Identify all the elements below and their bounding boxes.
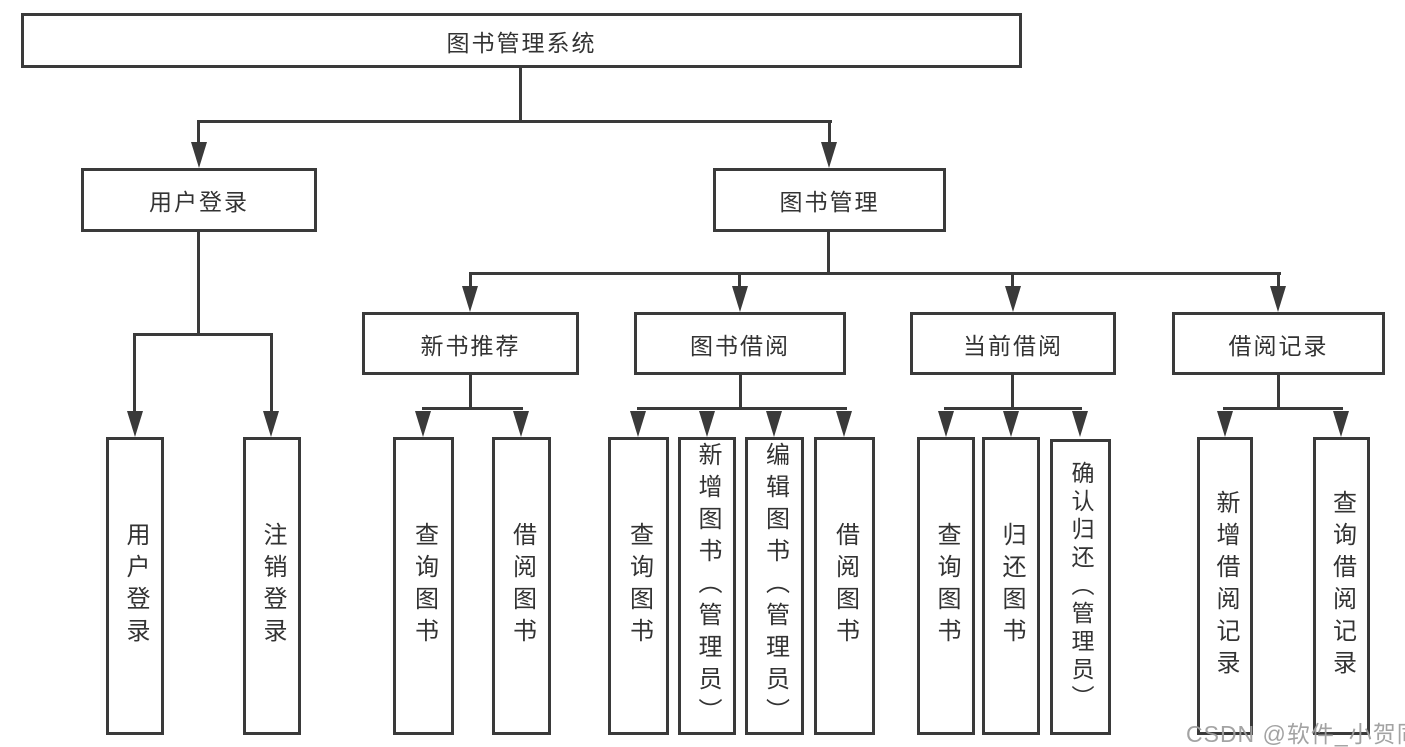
node-label: 图书管理 bbox=[779, 189, 880, 215]
connector-arrow bbox=[1003, 411, 1019, 437]
leaf-label: 用户登录 bbox=[122, 522, 149, 650]
connector-line bbox=[198, 120, 832, 123]
leaf-label: 确认归还（管理员） bbox=[1068, 461, 1094, 713]
node-borrowing-records: 借阅记录 bbox=[1172, 312, 1385, 375]
connector-arrow bbox=[821, 142, 837, 168]
leaf-label: 借阅图书 bbox=[508, 522, 536, 650]
connector-line bbox=[519, 68, 522, 121]
node-current-borrowing: 当前借阅 bbox=[910, 312, 1116, 375]
node-label: 当前借阅 bbox=[963, 332, 1063, 359]
node-root: 图书管理系统 bbox=[21, 13, 1022, 68]
connector-line bbox=[739, 375, 742, 410]
connector-line bbox=[738, 272, 741, 290]
leaf-borrow-books: 借阅图书 bbox=[814, 437, 875, 735]
leaf-add-books-admin: 新增图书（管理员） bbox=[678, 437, 736, 735]
connector-arrow bbox=[127, 411, 143, 437]
connector-line bbox=[197, 232, 200, 336]
connector-arrow bbox=[1005, 286, 1021, 312]
leaf-label: 编辑图书（管理员） bbox=[761, 442, 789, 730]
connector-arrow bbox=[732, 286, 748, 312]
watermark: CSDN @软件_小贺同学 bbox=[1186, 721, 1405, 747]
leaf-user-login: 用户登录 bbox=[106, 437, 164, 735]
connector-arrow bbox=[263, 411, 279, 437]
leaf-query-books-recommend: 查询图书 bbox=[393, 437, 454, 735]
node-new-book-recommendation: 新书推荐 bbox=[362, 312, 579, 375]
connector-line bbox=[944, 407, 1082, 410]
connector-line bbox=[133, 333, 273, 336]
connector-arrow bbox=[1072, 411, 1088, 437]
connector-line bbox=[1277, 272, 1280, 290]
node-user-login: 用户登录 bbox=[81, 168, 317, 232]
node-label: 图书借阅 bbox=[690, 332, 790, 359]
connector-arrow bbox=[699, 411, 715, 437]
leaf-return-books: 归还图书 bbox=[982, 437, 1040, 735]
leaf-query-borrow-record: 查询借阅记录 bbox=[1313, 437, 1370, 735]
leaf-label: 查询图书 bbox=[625, 522, 653, 650]
leaf-logout: 注销登录 bbox=[243, 437, 301, 735]
connector-arrow bbox=[1270, 286, 1286, 312]
connector-arrow bbox=[462, 286, 478, 312]
node-label: 图书管理系统 bbox=[446, 29, 597, 56]
connector-line bbox=[469, 272, 1281, 275]
connector-line bbox=[1011, 272, 1014, 290]
connector-arrow bbox=[415, 411, 431, 437]
connector-line bbox=[197, 120, 200, 146]
connector-line bbox=[469, 375, 472, 410]
leaf-label: 查询借阅记录 bbox=[1328, 490, 1356, 682]
leaf-edit-books-admin: 编辑图书（管理员） bbox=[745, 437, 804, 735]
connector-arrow bbox=[938, 411, 954, 437]
node-label: 借阅记录 bbox=[1228, 332, 1329, 359]
leaf-query-books-current: 查询图书 bbox=[917, 437, 975, 735]
leaf-label: 查询图书 bbox=[410, 522, 438, 650]
connector-arrow bbox=[513, 411, 529, 437]
node-book-management: 图书管理 bbox=[713, 168, 946, 232]
leaf-label: 查询图书 bbox=[933, 522, 960, 650]
leaf-label: 新增图书（管理员） bbox=[694, 442, 721, 730]
connector-arrow bbox=[630, 411, 646, 437]
connector-line bbox=[469, 272, 472, 290]
connector-line bbox=[1011, 375, 1014, 410]
connector-line bbox=[422, 407, 523, 410]
connector-arrow bbox=[766, 411, 782, 437]
connector-line bbox=[1223, 407, 1343, 410]
connector-line bbox=[637, 407, 847, 410]
connector-line bbox=[828, 120, 831, 146]
node-label: 新书推荐 bbox=[420, 332, 521, 359]
connector-arrow bbox=[836, 411, 852, 437]
node-book-borrowing: 图书借阅 bbox=[634, 312, 846, 375]
leaf-label: 注销登录 bbox=[259, 522, 286, 650]
leaf-label: 新增借阅记录 bbox=[1212, 490, 1239, 682]
connector-line bbox=[270, 333, 273, 415]
connector-line bbox=[133, 333, 136, 415]
node-label: 用户登录 bbox=[149, 189, 249, 215]
leaf-confirm-return-admin: 确认归还（管理员） bbox=[1050, 439, 1111, 735]
connector-arrow bbox=[1217, 411, 1233, 437]
leaf-borrow-books-recommend: 借阅图书 bbox=[492, 437, 551, 735]
leaf-label: 借阅图书 bbox=[831, 522, 859, 650]
leaf-label: 归还图书 bbox=[998, 522, 1025, 650]
connector-arrow bbox=[1333, 411, 1349, 437]
leaf-add-borrow-record: 新增借阅记录 bbox=[1197, 437, 1253, 735]
connector-arrow bbox=[191, 142, 207, 168]
leaf-query-books-borrowing: 查询图书 bbox=[608, 437, 669, 735]
connector-line bbox=[827, 232, 830, 274]
connector-line bbox=[1277, 375, 1280, 410]
